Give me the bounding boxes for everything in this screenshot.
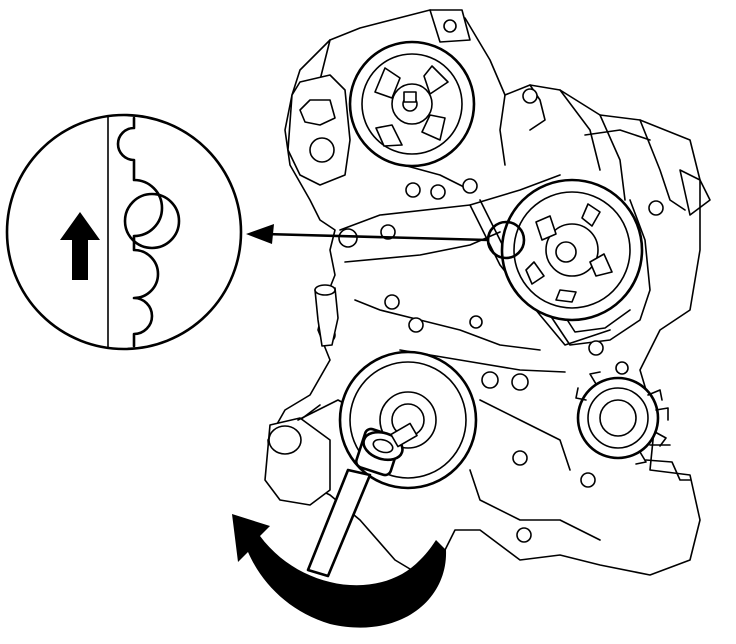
leader-arrow <box>246 224 490 244</box>
crank-sprocket-right <box>575 371 669 465</box>
alternator-housing <box>287 74 351 186</box>
arrow-up-icon <box>60 212 100 280</box>
right-ribbed-housing <box>645 169 711 481</box>
bolt-heads <box>320 88 664 543</box>
top-bracket <box>429 9 471 43</box>
rotation-arrow-icon <box>232 514 447 628</box>
cam-pulley-right <box>500 178 644 322</box>
upper-pulley <box>348 40 476 168</box>
detail-magnifier <box>5 113 243 351</box>
socket-wrench-icon <box>306 422 418 578</box>
oil-filter <box>264 399 361 506</box>
sensor-fitting <box>314 284 339 347</box>
